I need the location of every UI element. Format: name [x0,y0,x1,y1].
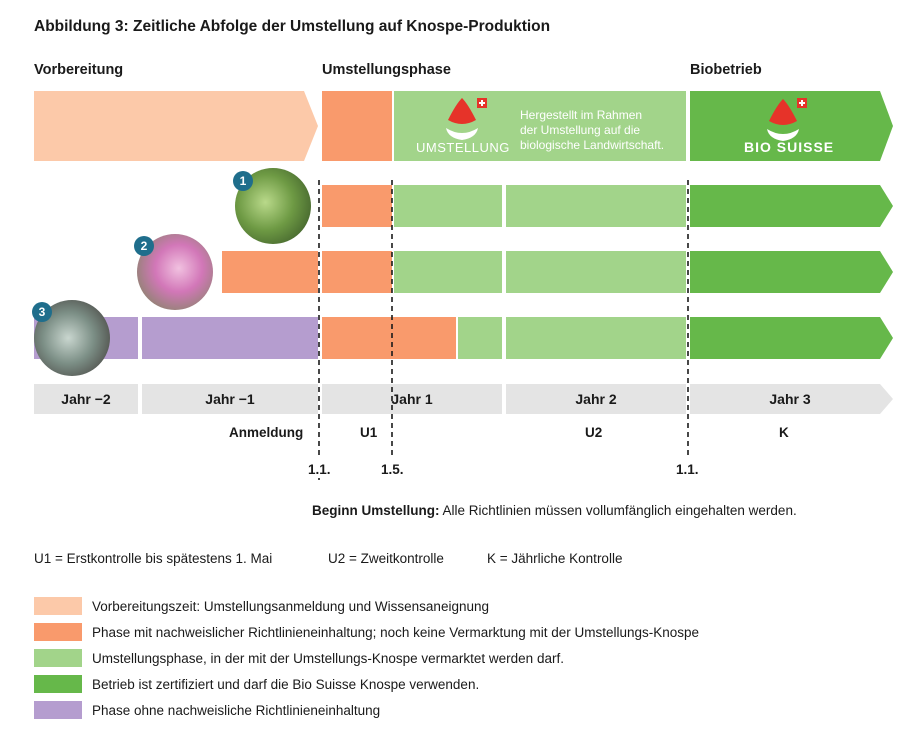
umstellung-band-text-3: biologische Landwirtschaft. [520,138,665,152]
legend-label: Umstellungsphase, in der mit der Umstell… [92,650,564,666]
band-umstellung-green [394,91,686,161]
year-bar-minus1 [142,384,318,414]
year-label-minus1: Jahr −1 [205,391,255,407]
row3-purple-b [142,317,318,359]
abbrev-u2: U2 = Zweitkontrolle [328,551,444,566]
marker-date-may1: 1.5. [381,462,404,477]
row3-lightgreen-a [458,317,502,359]
row1-lightgreen-b [506,185,686,227]
row3-lightgreen-b [506,317,686,359]
year-label-2: Jahr 2 [575,391,617,407]
abbrev-u1: U1 = Erstkontrolle bis spätestens 1. Mai [34,551,273,566]
legend-label: Betrieb ist zertifiziert und darf die Bi… [92,676,480,692]
row2-green [690,251,893,293]
band-u1-orange [322,91,392,161]
row3-orange [322,317,456,359]
legend-swatch [34,675,82,693]
year-bar-3 [690,384,893,414]
legend-swatch [34,623,82,641]
band-biobetrieb [690,91,893,161]
legend-swatch [34,649,82,667]
legend-item-vorbereitung: Vorbereitungszeit: Umstellungsanmeldung … [34,596,489,616]
example-number-2: 2 [134,236,154,256]
row1-lightgreen-a [394,185,502,227]
row1-orange [322,185,392,227]
marker-k: K [779,425,789,440]
marker-u2: U2 [585,425,603,440]
legend-item-umstellungsphase: Umstellungsphase, in der mit der Umstell… [34,648,564,668]
row2-lightgreen-b [506,251,686,293]
year-label-1: Jahr 1 [391,391,433,407]
biosuisse-logo-text: BIO SUISSE [744,139,835,155]
legend-swatch [34,701,82,719]
row2-lightgreen-a [394,251,502,293]
legend-label: Vorbereitungszeit: Umstellungsanmeldung … [92,598,489,614]
legend-item-richtlinien: Phase mit nachweislicher Richtlinieneinh… [34,622,699,642]
year-bar-2 [506,384,686,414]
legend-label: Phase mit nachweislicher Richtlinieneinh… [92,624,700,640]
timeline-diagram [34,91,893,480]
phase-label-umstellung: Umstellungsphase [322,62,451,78]
year-label-minus2: Jahr −2 [61,391,111,407]
band-vorbereitung [34,91,318,161]
year-bar-1 [322,384,502,414]
marker-u1: U1 [360,425,378,440]
beginn-umstellung-text: Alle Richtlinien müssen vollumfänglich e… [439,503,797,518]
legend-swatch [34,597,82,615]
umstellung-logo-text: UMSTELLUNG [416,140,510,155]
legend-item-ohne-nachweis: Phase ohne nachweisliche Richtlinieneinh… [34,700,380,720]
row3-green [690,317,893,359]
example-number-1: 1 [233,171,253,191]
marker-date-jan1: 1.1. [308,462,331,477]
row2-orange-a [222,251,318,293]
phase-label-vorbereitung: Vorbereitung [34,62,124,78]
row2-orange-b [322,251,392,293]
biosuisse-logo-icon [767,98,807,141]
abbrev-k: K = Jährliche Kontrolle [487,551,623,566]
marker-anmeldung: Anmeldung [229,425,304,440]
marker-date-jan1-year3: 1.1. [676,462,699,477]
beginn-umstellung-note: Beginn Umstellung: Alle Richtlinien müss… [312,503,797,518]
umstellung-band-text-2: der Umstellung auf die [520,123,641,137]
legend-label: Phase ohne nachweisliche Richtlinieneinh… [92,702,381,718]
phase-label-biobetrieb: Biobetrieb [690,62,762,78]
row1-green [690,185,893,227]
example-number-3: 3 [32,302,52,322]
year-label-3: Jahr 3 [769,391,811,407]
beginn-umstellung-label: Beginn Umstellung: [312,503,440,518]
umstellung-logo-icon [446,98,487,140]
figure-title: Abbildung 3: Zeitliche Abfolge der Umste… [34,18,551,35]
umstellung-band-text-1: Hergestellt im Rahmen [520,108,643,122]
legend-item-zertifiziert: Betrieb ist zertifiziert und darf die Bi… [34,674,479,694]
year-bar-minus2 [34,384,138,414]
